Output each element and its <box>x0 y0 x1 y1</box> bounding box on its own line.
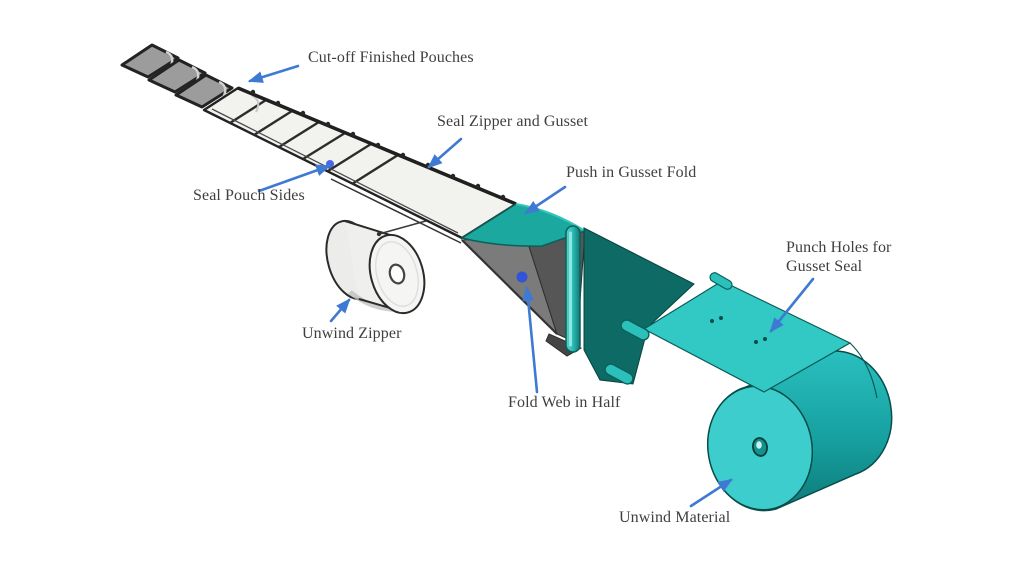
label-push-in-gusset-fold: Push in Gusset Fold <box>566 164 697 181</box>
zipper-strand <box>376 218 434 237</box>
pouch-web-band <box>202 86 518 244</box>
label-seal-zipper-and-gusset: Seal Zipper and Gusset <box>437 113 589 130</box>
arrow-seal-zipper <box>427 137 463 169</box>
label-punch-holes-line-1: Punch Holes for <box>786 239 892 256</box>
guide-rollers <box>604 319 650 385</box>
label-punch-holes-line-2: Gusset Seal <box>786 258 863 275</box>
arrow-seal-pouch-sides <box>257 164 332 193</box>
unwind-material-roll <box>706 350 893 512</box>
arrow-unwind-zipper <box>329 298 351 323</box>
zipper-roll-core-hole <box>388 263 406 285</box>
pouch-side-seals <box>229 98 399 186</box>
label-seal-pouch-sides: Seal Pouch Sides <box>193 187 305 204</box>
arrow-punch-holes <box>769 277 815 333</box>
folded-web-plane <box>583 227 695 385</box>
annotation-arrows <box>247 64 815 508</box>
web-edge-roller <box>709 272 733 290</box>
label-fold-web-in-half: Fold Web in Half <box>508 394 621 411</box>
arrow-unwind-material <box>689 478 733 508</box>
cut-off-pouches <box>120 43 234 109</box>
label-cut-off-finished-pouches: Cut-off Finished Pouches <box>308 49 474 66</box>
label-unwind-zipper: Unwind Zipper <box>302 325 402 342</box>
vertical-roller-bar <box>565 225 581 353</box>
gusset-punch-holes <box>710 316 767 344</box>
label-unwind-material: Unwind Material <box>619 509 731 526</box>
arrow-cut-off-pouches <box>247 64 300 83</box>
punched-web <box>642 272 878 399</box>
unwind-zipper-roll <box>325 219 426 315</box>
arrow-fold-web <box>522 285 539 394</box>
arrow-push-gusset-fold <box>524 185 567 215</box>
fold-point-dot <box>516 271 528 283</box>
